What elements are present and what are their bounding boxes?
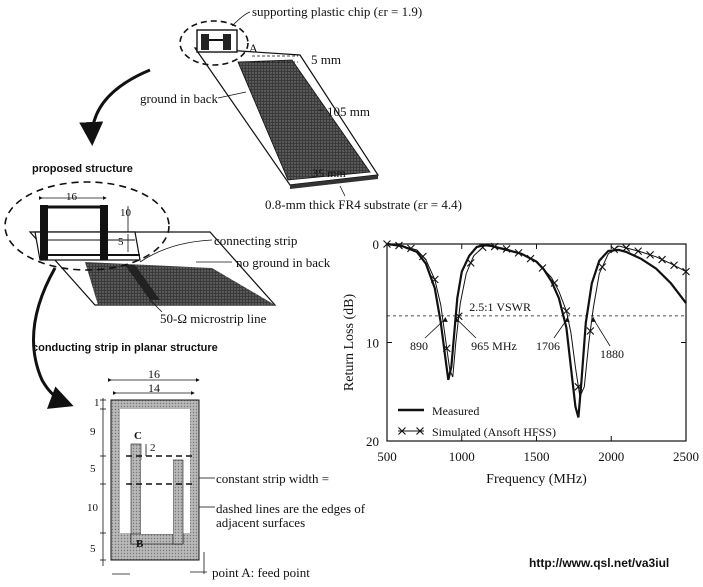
annotation-arrow: [456, 318, 477, 339]
simulated-marker: [658, 255, 666, 264]
annotation-arrow: [592, 318, 611, 347]
ground-back-label: ground in back: [140, 91, 218, 106]
top-antenna-drawing: [179, 11, 380, 197]
freq-annotation: 965 MHz: [471, 339, 517, 353]
annotation-arrowhead: [454, 316, 460, 322]
simulated-marker: [550, 279, 559, 287]
freq-annotation: 1706: [536, 339, 560, 353]
simulated-marker: [562, 307, 571, 315]
legend-measured-label: Measured: [432, 404, 479, 418]
simulated-marker: [466, 259, 475, 267]
proposed-structure-drawing: [4, 181, 277, 313]
dim-105mm: 105 mm: [327, 104, 370, 119]
annotation-arrowhead: [442, 316, 448, 322]
vswr-label: 2.5:1 VSWR: [469, 300, 531, 314]
dim-1-planar: 1: [94, 397, 100, 409]
simulated-marker: [682, 267, 690, 276]
y-tick-label: 20: [366, 434, 379, 449]
annotation-arrow: [553, 318, 568, 339]
simulated-marker: [442, 344, 451, 353]
proposed-title: proposed structure: [32, 163, 133, 175]
legend-simulated-marker: [398, 427, 406, 435]
note-dashed-lines: dashed lines are the edges of: [216, 501, 366, 516]
dim-5-proposed: 5: [118, 236, 124, 248]
simulated-marker: [538, 264, 547, 272]
dim-35mm: 35 mm: [312, 166, 346, 180]
freq-annotation: 1880: [600, 347, 624, 361]
legend-simulated-label: Simulated (Ansoft HFSS): [432, 425, 556, 439]
point-b-label: B: [136, 538, 144, 550]
no-ground-label: no ground in back: [236, 255, 331, 270]
x-tick-label: 2000: [598, 449, 624, 464]
simulated-marker: [490, 242, 499, 251]
simulated-marker: [418, 252, 427, 261]
planar-title: conducting strip in planar structure: [32, 342, 218, 354]
simulated-marker: [430, 275, 439, 284]
simulated-marker: [586, 327, 595, 335]
point-c-label: C: [134, 430, 142, 442]
dim-5mm: 5 mm: [311, 52, 341, 67]
series-measured-line: [386, 242, 687, 418]
simulated-marker: [622, 244, 631, 252]
dim-16-planar: 16: [148, 367, 160, 381]
connecting-strip-label: connecting strip: [214, 233, 298, 248]
simulated-marker: [634, 247, 643, 255]
x-tick-label: 1000: [449, 449, 475, 464]
dim-2-planar: 2: [150, 442, 156, 454]
dim-14-planar: 14: [148, 381, 160, 395]
simulated-marker: [383, 240, 391, 248]
note-adjacent: adjacent surfaces: [216, 515, 306, 530]
simulated-marker: [646, 250, 655, 259]
annotation-arrowhead: [564, 316, 570, 322]
y-axis-label: Return Loss (dB): [342, 294, 357, 392]
chip-label: supporting plastic chip (εr = 1.9): [252, 4, 423, 19]
dim-9-planar: 9: [90, 426, 96, 438]
y-tick-label: 0: [373, 237, 380, 252]
legend-simulated-marker: [416, 427, 424, 435]
note-strip-width: constant strip width =: [216, 471, 330, 486]
x-tick-label: 1500: [524, 449, 550, 464]
simulated-marker: [502, 245, 511, 253]
simulated-marker: [574, 382, 583, 391]
simulated-marker: [514, 248, 523, 257]
simulated-marker: [598, 263, 607, 271]
point-a-label: A: [249, 41, 258, 55]
microstrip-label: 50-Ω microstrip line: [160, 311, 267, 326]
dim-10-proposed: 10: [120, 207, 131, 219]
simulated-marker: [395, 241, 403, 250]
simulated-marker: [670, 261, 678, 270]
simulated-marker: [478, 243, 487, 252]
simulated-marker: [407, 244, 415, 253]
dim-10-planar: 10: [87, 502, 98, 514]
planar-strip-drawing: [100, 378, 215, 575]
simulated-marker: [526, 254, 535, 263]
substrate-label: 0.8-mm thick FR4 substrate (εr = 4.4): [265, 197, 462, 212]
y-tick-label: 10: [366, 336, 379, 351]
simulated-marker: [610, 245, 619, 254]
x-tick-label: 500: [377, 449, 397, 464]
dim-16-proposed: 16: [66, 191, 77, 203]
dim-5b-planar: 5: [90, 543, 96, 555]
annotation-arrowhead: [590, 316, 596, 322]
source-url[interactable]: http://www.qsl.net/va3iul: [529, 556, 670, 570]
x-axis-label: Frequency (MHz): [486, 472, 587, 487]
x-tick-label: 2500: [673, 449, 699, 464]
series-simulated-line: [386, 243, 687, 399]
note-feed-point: point A: feed point: [212, 565, 310, 580]
freq-annotation: 890: [410, 339, 428, 353]
dim-5a-planar: 5: [90, 463, 96, 475]
annotation-arrow: [424, 318, 446, 339]
